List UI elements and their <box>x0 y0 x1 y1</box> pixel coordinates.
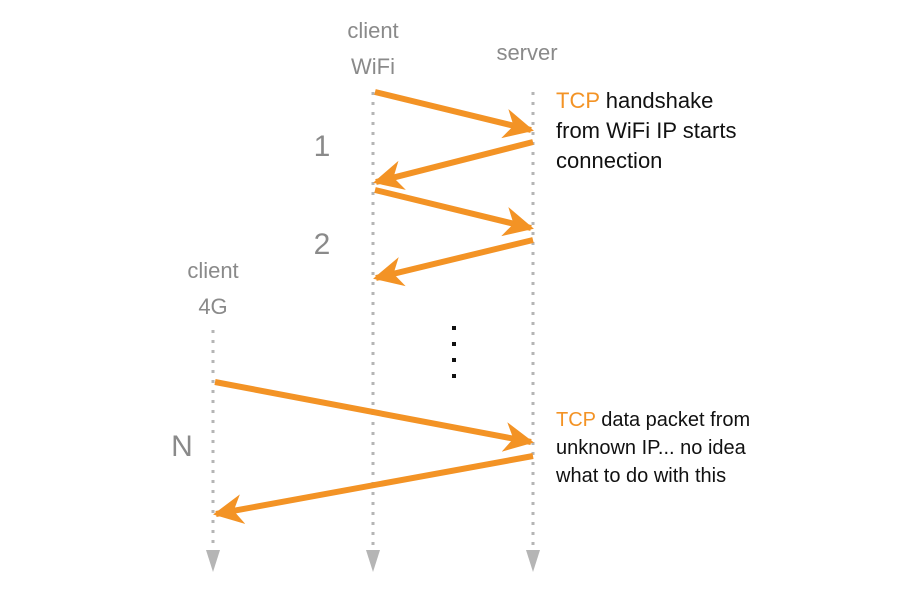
handshake-note-line1-rest: handshake <box>600 88 714 113</box>
server-label: server <box>496 40 557 65</box>
unknown-ip-note: TCP data packet from unknown IP... no id… <box>555 409 750 487</box>
step-label-n: N <box>171 430 193 463</box>
client-4g-lifeline-end-arrow <box>206 550 220 572</box>
handshake-note-accent: TCP <box>556 88 600 113</box>
client-wifi-lifeline-end-arrow <box>366 550 380 572</box>
message-arrow-wifi-to-server-2 <box>374 187 534 237</box>
message-arrow-server-to-wifi-1 <box>373 139 534 190</box>
client-4g-label-line1: client <box>187 258 238 283</box>
unknown-ip-note-line2: unknown IP... no idea <box>556 437 747 459</box>
handshake-note-line3: connection <box>556 148 662 173</box>
step-label-2: 2 <box>314 228 331 261</box>
handshake-note-line2: from WiFi IP starts <box>556 118 737 143</box>
unknown-ip-note-line1-rest: data packet from <box>596 409 751 431</box>
step-label-1: 1 <box>314 130 331 163</box>
message-arrow-server-to-4g <box>213 453 534 524</box>
handshake-note: TCP handshake from WiFi IP starts connec… <box>556 88 737 173</box>
client-4g-label-line2: 4G <box>198 294 227 319</box>
message-arrow-wifi-to-server-1 <box>374 89 534 139</box>
vertical-ellipsis-icon <box>452 326 456 378</box>
handshake-note-line1: TCP handshake <box>556 88 713 113</box>
server-lifeline-end-arrow <box>526 550 540 572</box>
message-arrow-4g-to-server <box>214 379 534 452</box>
client-wifi-label-line1: client <box>347 18 398 43</box>
message-arrow-server-to-wifi-2 <box>373 237 534 287</box>
unknown-ip-note-line1: TCP data packet from <box>556 409 750 431</box>
unknown-ip-note-line3: what to do with this <box>555 465 726 487</box>
unknown-ip-note-accent: TCP <box>556 409 596 431</box>
client-wifi-label-line2: WiFi <box>351 54 395 79</box>
